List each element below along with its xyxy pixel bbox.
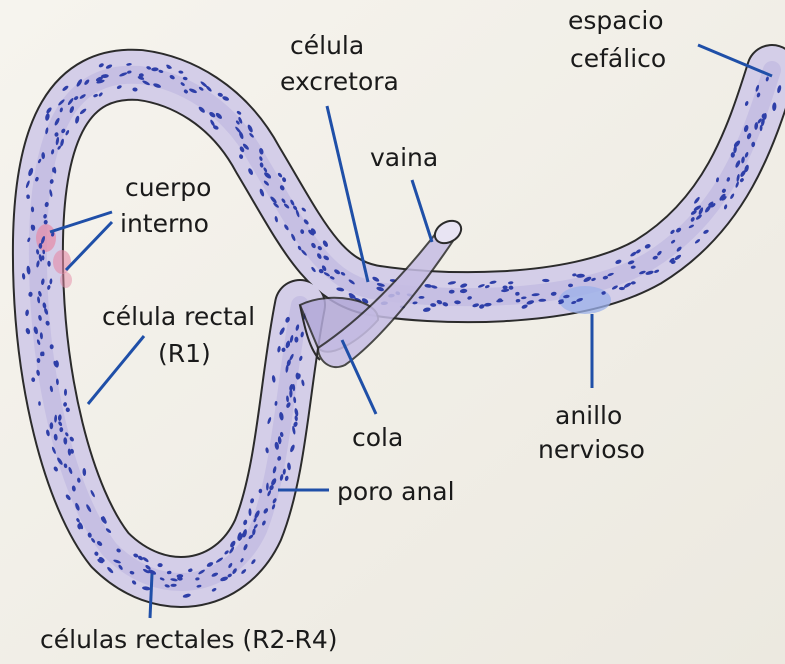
label-poro-anal: poro anal bbox=[337, 477, 455, 506]
label-nervioso: nervioso bbox=[538, 435, 645, 464]
label-interno: interno bbox=[120, 209, 209, 238]
label-cefalico: cefálico bbox=[570, 44, 666, 73]
label-celula-rectal: célula rectal bbox=[102, 302, 255, 331]
label-r1: (R1) bbox=[158, 339, 211, 368]
label-cola: cola bbox=[352, 423, 403, 452]
label-excretora: excretora bbox=[280, 67, 399, 96]
label-cuerpo: cuerpo bbox=[125, 173, 211, 202]
nucleus bbox=[294, 337, 298, 343]
nucleus bbox=[503, 286, 508, 290]
label-celula: célula bbox=[290, 31, 364, 60]
label-anillo: anillo bbox=[555, 401, 622, 430]
label-vaina: vaina bbox=[370, 143, 438, 172]
label-espacio: espacio bbox=[568, 6, 664, 35]
nerve-ring bbox=[559, 286, 611, 314]
label-celulas-rectales: células rectales (R2-R4) bbox=[40, 625, 338, 654]
pointer-celulas-rectales bbox=[150, 574, 152, 618]
